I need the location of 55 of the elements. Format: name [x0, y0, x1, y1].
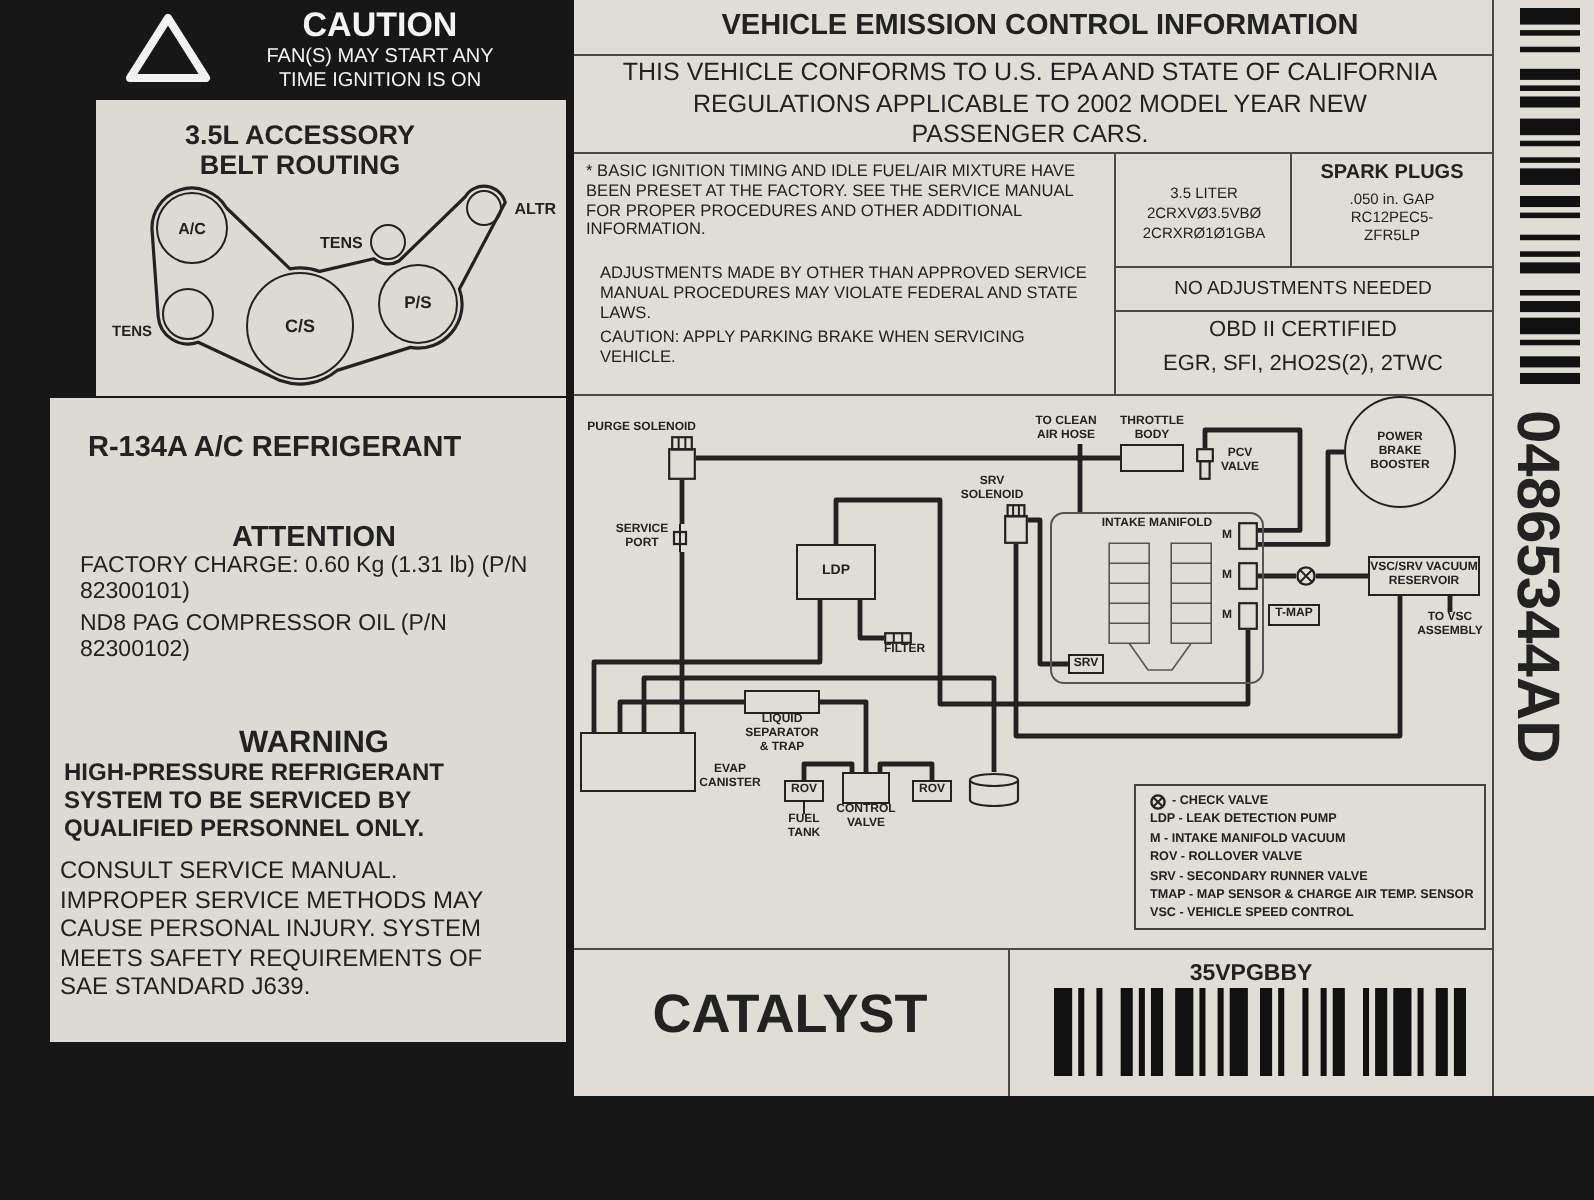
panel-heading: R-134A A/C REFRIGERANT	[88, 432, 462, 466]
warning-text: HIGH-PRESSURE REFRIGERANT SYSTEM TO BE SERVICED BY QUALIFIED PERSONNEL ONLY.	[64, 758, 447, 842]
vacuum-hose	[1316, 573, 1368, 579]
spec-heading: OBD II CERTIFIED	[1209, 318, 1397, 344]
notice-text: CAUTION: APPLY PARKING BRAKE WHEN SERVICING VEHICLE.	[600, 328, 1027, 368]
section-heading: ATTENTION	[232, 522, 396, 554]
notice-text: FACTORY CHARGE: 0.60 Kg (1.31 lb) (P/N 82300101)	[80, 554, 530, 606]
section-heading: WARNING	[239, 726, 389, 760]
vacuum-hose	[857, 600, 884, 641]
component-box	[912, 780, 952, 802]
vacuum-hose	[679, 480, 685, 524]
conformity-text: THIS VEHICLE CONFORMS TO U.S. EPA AND STATE OF CALIFORNIA REGULATIONS APPLICABLE TO 2002 MODEL YEAR NEW PASSENGER CARS.	[620, 58, 1440, 151]
vacuum-hose	[1258, 573, 1296, 579]
vacuum-hose	[1258, 449, 1344, 547]
spec-text: EGR, SFI, 2HO2S(2), 2TWC	[1163, 352, 1443, 378]
component-box	[1268, 604, 1320, 626]
vacuum-hose	[696, 455, 1120, 461]
caution-text: FAN(S) MAY START ANY TIME IGNITION IS ON	[264, 46, 496, 92]
vacuum-hose	[617, 699, 744, 732]
leader-line	[803, 801, 805, 815]
spec-heading: SPARK PLUGS	[1320, 162, 1464, 186]
notice-text: ADJUSTMENTS MADE BY OTHER THAN APPROVED SERVICE MANUAL PROCEDURES MAY VIOLATE FEDERAL AND STATE LAWS.	[600, 264, 1089, 323]
pulley	[246, 272, 354, 380]
notice-text: ND8 PAG COMPRESSOR OIL (P/N 82300102)	[80, 612, 449, 664]
notice-text: * BASIC IGNITION TIMING AND IDLE FUEL/AIR MIXTURE HAVE BEEN PRESET AT THE FACTORY. SEE THE SERVICE MANUAL FOR PROPER PROCEDURES AND OTHER ADDITIONAL INFORMATION.	[586, 162, 1077, 241]
component-box	[784, 780, 824, 802]
notice-text: CONSULT SERVICE MANUAL. IMPROPER SERVICE METHODS MAY CAUSE PERSONAL INJURY. SYSTEM MEETS SAFETY REQUIREMENTS OF SAE STANDARD J639.	[60, 856, 485, 1001]
vacuum-hose	[641, 675, 997, 772]
vacuum-hose	[591, 600, 823, 732]
code-text: 35VPGBBY	[1189, 962, 1313, 988]
vacuum-hose	[833, 497, 1251, 707]
vacuum-hose	[1202, 427, 1303, 533]
pulley	[156, 192, 228, 264]
diagram-heading: 3.5L ACCESSORY BELT ROUTING	[182, 120, 418, 180]
pulley-label: P/S	[404, 294, 432, 314]
vacuum-hose	[1028, 517, 1068, 667]
component-box	[796, 544, 876, 600]
catalyst-text: CATALYST	[652, 982, 928, 1046]
caution-heading: CAUTION	[302, 6, 458, 46]
vacuum-hose	[820, 699, 869, 772]
pulley-label: A/C	[178, 219, 206, 237]
vacuum-hose	[877, 761, 935, 780]
notice-text: NO ADJUSTMENTS NEEDED	[1174, 278, 1432, 300]
pulley-label: TENS	[320, 233, 363, 251]
pulley-label: C/S	[284, 316, 315, 336]
title-text: VEHICLE EMISSION CONTROL INFORMATION	[721, 10, 1359, 44]
part-number: 04865344AD	[1506, 410, 1566, 764]
component-box	[1068, 654, 1104, 674]
pulley	[378, 264, 458, 344]
booster-circle	[1344, 396, 1456, 508]
pulley-label: ALTR	[514, 199, 556, 217]
vacuum-hose	[1077, 444, 1083, 512]
vacuum-hose	[679, 552, 685, 732]
vacuum-hose	[801, 761, 855, 780]
vacuum-hose	[1447, 596, 1453, 612]
